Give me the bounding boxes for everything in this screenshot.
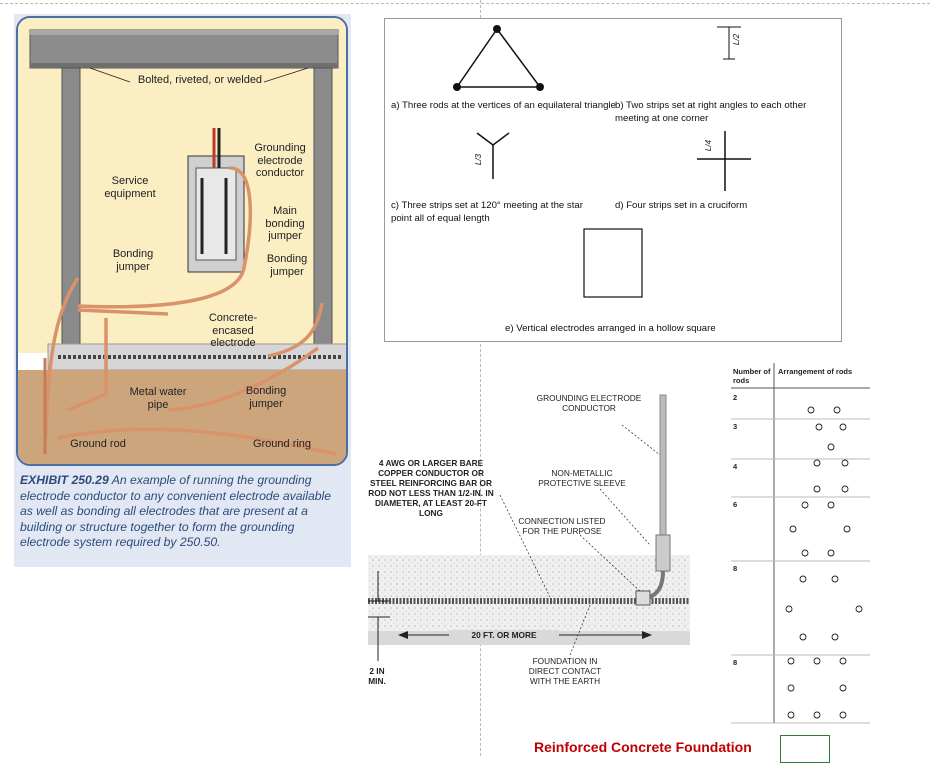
arrangement-d: d) Four strips set in a cruciform — [615, 200, 748, 211]
table-header-arrangement: Arrangement of rods — [778, 367, 853, 376]
rods-table: Number of rods Arrangement of rods 2 3 4… — [731, 363, 870, 728]
caption-text: An example of running the grounding elec… — [20, 473, 331, 550]
table-row-8b: 8 — [733, 658, 738, 667]
table-header-number: Number of rods — [733, 367, 771, 385]
dashed-divider-vertical — [480, 0, 481, 756]
label-contact: FOUNDATION IN DIRECT CONTACT WITH THE EA… — [528, 656, 602, 686]
grounding-system-drawing — [18, 18, 346, 464]
dim-b: L/2 — [732, 33, 742, 46]
table-row-4: 4 — [733, 462, 738, 471]
label-length: 20 FT. OR MORE — [449, 630, 559, 640]
label-metal-water-pipe: Metal water pipe — [129, 386, 187, 411]
label-bonding-left: Bonding jumper — [112, 248, 154, 273]
label-bonding-bottom: Bonding jumper — [245, 385, 287, 410]
arrangements-drawing — [453, 25, 751, 298]
footer-box — [780, 735, 830, 763]
table-row-6: 6 — [733, 500, 738, 509]
caption-id: EXHIBIT 250.29 — [20, 473, 109, 487]
label-connection: CONNECTION LISTED FOR THE PURPOSE — [518, 516, 606, 536]
dashed-divider-top — [0, 3, 930, 4]
label-concrete-encased: Concrete-encased electrode — [208, 312, 258, 349]
arrangement-a: a) Three rods at the vertices of an equi… — [391, 100, 616, 111]
label-bonding-right: Bonding jumper — [266, 253, 308, 278]
label-gec: Grounding electrode conductor — [254, 142, 306, 179]
label-gec-foundation: GROUNDING ELECTRODE CONDUCTOR — [536, 393, 642, 413]
label-depth: 2 IN MIN. — [368, 666, 386, 686]
table-row-2: 2 — [733, 393, 738, 402]
electrode-arrangements-panel: a) Three rods at the vertices of an equi… — [384, 18, 842, 342]
exhibit-caption: EXHIBIT 250.29 An example of running the… — [20, 473, 346, 551]
arrangement-c: c) Three strips set at 120° meeting at t… — [391, 200, 583, 224]
label-ground-ring: Ground ring — [252, 438, 312, 450]
arrangement-e: e) Vertical electrodes arranged in a hol… — [505, 323, 716, 334]
table-row-3: 3 — [733, 422, 738, 431]
exhibit-illustration — [16, 16, 348, 466]
rods-table-grid — [731, 363, 870, 724]
dim-c: L/3 — [474, 153, 484, 166]
foundation-drawing — [368, 394, 690, 661]
dim-d: L/4 — [704, 139, 714, 152]
label-conductor: 4 AWG OR LARGER BARE COPPER CONDUCTOR OR… — [368, 458, 494, 518]
label-main-bonding: Main bonding jumper — [265, 205, 305, 242]
label-service-equipment: Service equipment — [104, 175, 156, 200]
table-row-8a: 8 — [733, 564, 738, 573]
label-ground-rod: Ground rod — [70, 438, 126, 450]
footer-title: Reinforced Concrete Foundation — [534, 739, 752, 755]
label-sleeve: NON-METALLIC PROTECTIVE SLEEVE — [538, 468, 626, 488]
label-bolted: Bolted, riveted, or welded — [137, 74, 263, 86]
arrangement-b: b) Two strips set at right angles to eac… — [615, 100, 807, 124]
